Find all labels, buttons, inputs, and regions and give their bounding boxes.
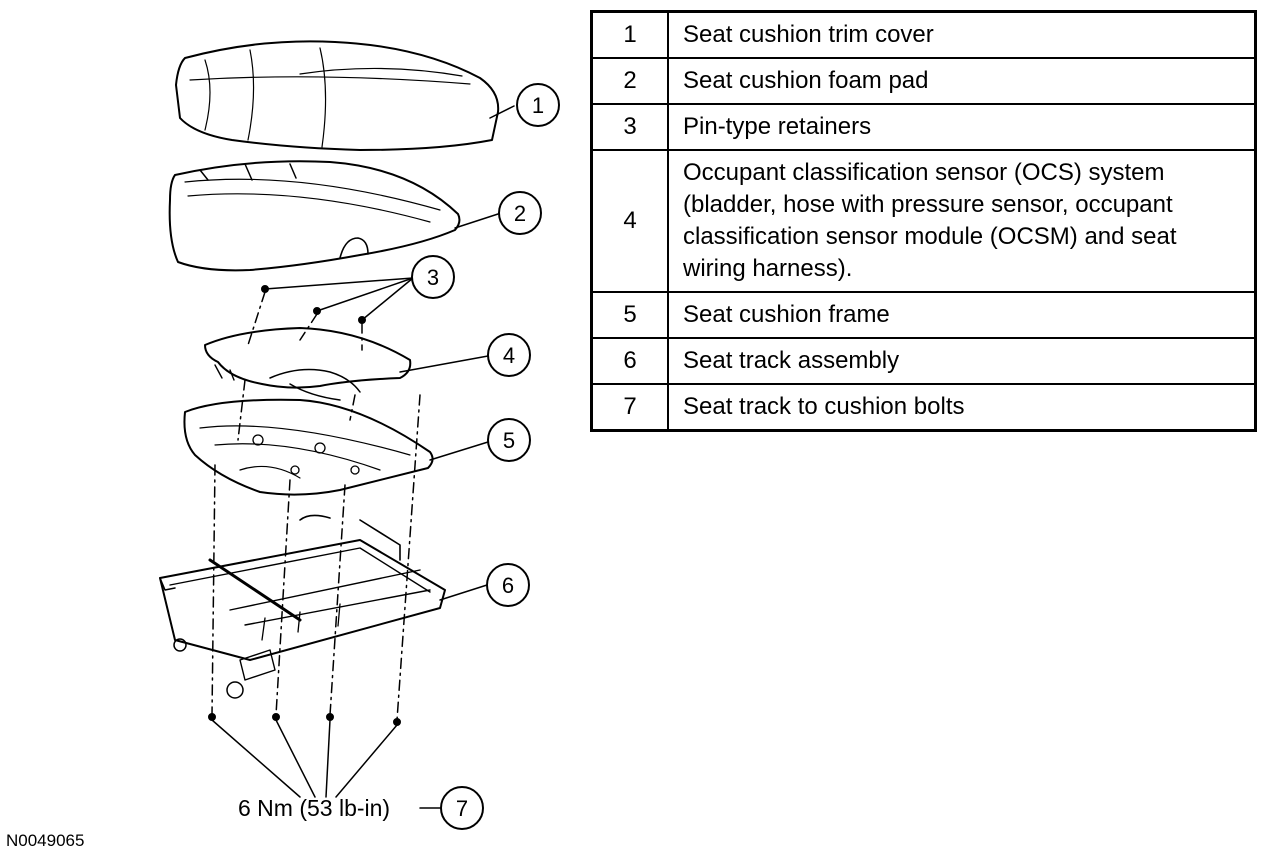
occupant-classification-sensor-part xyxy=(204,327,412,401)
seat-track-bolt-parts xyxy=(208,713,401,726)
alignment-lines xyxy=(211,291,421,721)
exploded-seat-diagram: 1 2 3 4 5 6 7 6 Nm (53 lb-in) N0049065 xyxy=(6,40,560,850)
legend-description: Seat cushion frame xyxy=(667,291,1257,339)
legend-number: 2 xyxy=(590,57,669,105)
legend-row: 5 Seat cushion frame xyxy=(590,291,1257,339)
legend-number: 6 xyxy=(590,337,669,385)
legend-number: 7 xyxy=(590,383,669,432)
legend-number: 1 xyxy=(590,10,669,59)
legend-row: 6 Seat track assembly xyxy=(590,337,1257,385)
callout-1: 1 xyxy=(532,93,544,118)
legend-description: Seat cushion foam pad xyxy=(667,57,1257,105)
callout-4: 4 xyxy=(503,343,515,368)
parts-legend-table: 1 Seat cushion trim cover 2 Seat cushion… xyxy=(590,10,1257,432)
legend-number: 3 xyxy=(590,103,669,151)
callout-2: 2 xyxy=(514,201,526,226)
legend-description: Seat cushion trim cover xyxy=(667,10,1257,59)
figure-id: N0049065 xyxy=(6,831,84,850)
legend-number: 5 xyxy=(590,291,669,339)
legend-row: 1 Seat cushion trim cover xyxy=(590,10,1257,59)
legend-row: 4 Occupant classification sensor (OCS) s… xyxy=(590,149,1257,293)
legend-number: 4 xyxy=(590,149,669,293)
seat-cushion-frame-part xyxy=(183,398,434,496)
legend-row: 7 Seat track to cushion bolts xyxy=(590,383,1257,432)
seat-cushion-foam-pad-part xyxy=(168,160,461,272)
torque-spec-label: 6 Nm (53 lb-in) xyxy=(238,795,390,821)
legend-description: Seat track to cushion bolts xyxy=(667,383,1257,432)
callout-7: 7 xyxy=(456,796,468,821)
seat-track-assembly-part xyxy=(159,514,446,699)
callout-3: 3 xyxy=(427,265,439,290)
legend-row: 2 Seat cushion foam pad xyxy=(590,57,1257,105)
legend-row: 3 Pin-type retainers xyxy=(590,103,1257,151)
callout-circles xyxy=(411,83,560,830)
callout-5: 5 xyxy=(503,428,515,453)
legend-description: Pin-type retainers xyxy=(667,103,1257,151)
legend-description: Seat track assembly xyxy=(667,337,1257,385)
legend-description: Occupant classification sensor (OCS) sys… xyxy=(667,149,1257,293)
pin-type-retainer-parts xyxy=(261,285,366,324)
leader-lines xyxy=(211,105,515,809)
callout-6: 6 xyxy=(502,573,514,598)
seat-cushion-trim-cover-part xyxy=(175,40,500,151)
